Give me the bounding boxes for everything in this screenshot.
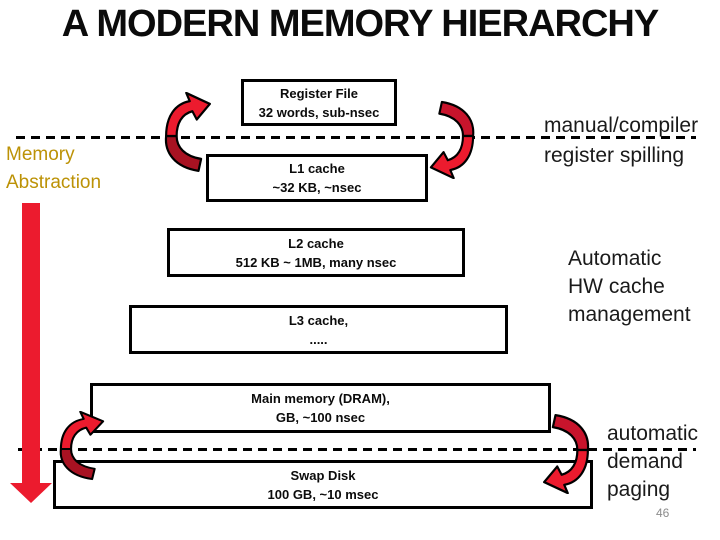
loop-arrow-icon-dram-left: [55, 411, 109, 487]
loop-arrow-icon-register-right: [425, 93, 479, 179]
register-file-title: Register File: [279, 85, 359, 101]
register-spilling-note: manual/compiler register spilling: [544, 111, 698, 171]
register-spilling-line2: register spilling: [544, 144, 685, 167]
hw-cache-management-line3: management: [568, 303, 691, 326]
main-memory-box: Main memory (DRAM), GB, ~100 nsec: [90, 383, 551, 433]
main-memory-title: Main memory (DRAM),: [251, 391, 390, 406]
l3-cache-spec: .....: [309, 331, 328, 347]
page-number: 46: [656, 506, 670, 520]
l2-cache-title: L2 cache: [288, 235, 344, 251]
swap-disk-spec: 100 GB, ~10 msec: [267, 486, 379, 502]
abstraction-boundary-line-lower: [18, 448, 696, 451]
l2-cache-spec: 512 KB ~ 1MB, many nsec: [235, 254, 397, 270]
l1-cache-title: L1 cache: [289, 161, 345, 176]
demand-paging-line3: paging: [607, 478, 671, 501]
abstraction-boundary-line-upper: [16, 136, 696, 139]
l1-cache-box: L1 cache ~32 KB, ~nsec: [206, 154, 428, 202]
hw-cache-management-line2: HW cache: [568, 275, 665, 298]
loop-arrow-icon-register-left: [160, 92, 216, 180]
swap-disk-title: Swap Disk: [290, 467, 356, 483]
main-memory-spec: GB, ~100 nsec: [275, 410, 366, 425]
l1-cache-spec: ~32 KB, ~nsec: [272, 180, 362, 195]
register-file-box: Register File 32 words, sub-nsec: [241, 79, 397, 126]
memory-abstraction-label: Memory Abstraction: [6, 141, 166, 197]
memory-abstraction-line2: Abstraction: [6, 172, 102, 193]
demand-paging-note: automatic demand paging: [607, 420, 698, 504]
register-file-spec: 32 words, sub-nsec: [258, 104, 380, 120]
slide-title: A MODERN MEMORY HIERARCHY: [61, 3, 659, 45]
l2-cache-box: L2 cache 512 KB ~ 1MB, many nsec: [167, 228, 465, 277]
hw-cache-management-note: Automatic HW cache management: [568, 245, 691, 329]
hw-cache-management-line1: Automatic: [568, 247, 662, 270]
memory-abstraction-line1: Memory: [6, 144, 75, 165]
l3-cache-box: L3 cache, .....: [129, 305, 508, 354]
register-spilling-line1: manual/compiler: [544, 114, 699, 137]
loop-arrow-icon-dram-right: [538, 406, 594, 494]
l3-cache-title: L3 cache,: [288, 312, 349, 328]
down-arrow-shaft: [22, 203, 40, 483]
down-arrow-icon: [10, 483, 52, 503]
demand-paging-line1: automatic: [607, 422, 699, 445]
swap-disk-box: Swap Disk 100 GB, ~10 msec: [53, 460, 593, 509]
demand-paging-line2: demand: [607, 450, 683, 473]
